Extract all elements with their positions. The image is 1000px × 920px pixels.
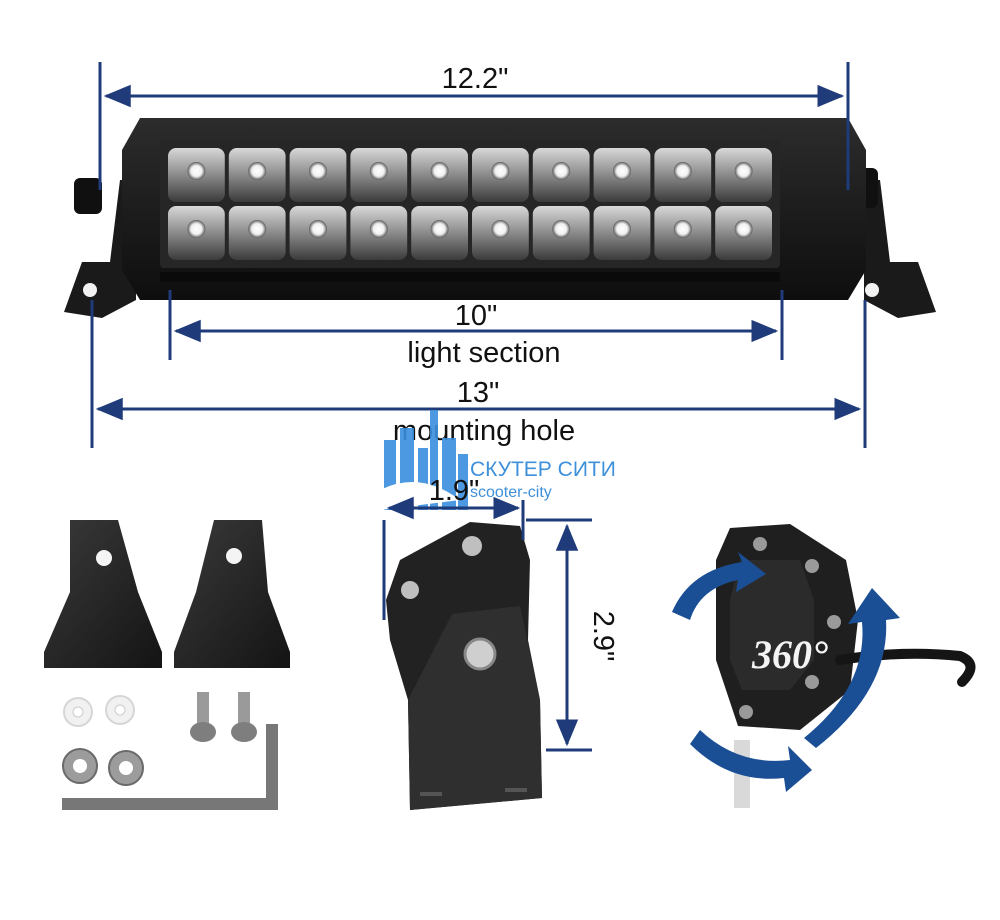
left-mounting-hole <box>83 283 97 297</box>
led-chip <box>673 162 692 180</box>
hex-key <box>62 724 278 810</box>
led-chip <box>187 162 206 180</box>
led-chip <box>187 220 206 238</box>
screw-2 <box>805 559 819 573</box>
right-mounting-bracket <box>864 180 936 318</box>
left-mounting-bracket <box>64 180 136 318</box>
bracket-right-hole <box>226 548 242 564</box>
screw-5 <box>739 705 753 719</box>
mounting-hole-width-label: 13" <box>457 377 500 409</box>
bracket-kit <box>44 520 290 810</box>
led-chip <box>248 162 267 180</box>
led-chip <box>369 162 388 180</box>
mounting-hole-caption: mounting hole <box>393 415 575 447</box>
light-section-width-label: 10" <box>455 300 498 332</box>
base-slot-left <box>420 792 442 796</box>
bracket-depth-label: 1.9" <box>429 475 480 507</box>
side-screw <box>401 581 419 599</box>
nylon-washers <box>63 695 135 727</box>
led-chip <box>430 220 449 238</box>
led-chip <box>613 220 631 238</box>
bolts <box>190 692 257 742</box>
led-chip <box>673 220 692 238</box>
light-section-caption: light section <box>407 337 560 369</box>
bar-bottom-rim <box>160 272 780 282</box>
bracket-right <box>174 520 290 668</box>
metal-washers <box>62 748 144 786</box>
led-chip <box>491 162 510 180</box>
led-chip <box>369 220 388 238</box>
pivot-bolt <box>463 637 497 671</box>
bracket-side-view <box>386 522 542 810</box>
led-chip <box>613 162 631 180</box>
led-chip <box>491 220 510 238</box>
watermark-site: scooter-city <box>470 484 552 501</box>
rotate-arrow-up-right <box>804 588 900 748</box>
rotation-label: 360° <box>751 632 828 677</box>
rotate-arrow-left <box>672 552 766 620</box>
screw-4 <box>805 675 819 689</box>
dimension-lines <box>90 62 867 448</box>
bracket-arm <box>408 606 542 810</box>
led-chip <box>552 162 571 180</box>
right-mounting-hole <box>865 283 879 297</box>
led-array <box>168 148 772 260</box>
base-slot-right <box>505 788 527 792</box>
overall-width-label: 12.2" <box>442 63 509 95</box>
led-chip <box>309 162 327 180</box>
led-chip <box>734 162 753 180</box>
watermark-name: СКУТЕР СИТИ <box>470 458 616 481</box>
bracket-left-hole <box>96 550 112 566</box>
led-chip <box>248 220 267 238</box>
bracket-height-label: 2.9" <box>587 611 619 662</box>
led-chip <box>430 162 449 180</box>
left-bolt <box>74 178 102 214</box>
screw-3 <box>827 615 841 629</box>
bracket-dimension-lines <box>382 496 592 752</box>
led-chip <box>309 220 327 238</box>
led-chip <box>734 220 753 238</box>
rotate-arrow-bottom <box>690 730 812 792</box>
light-bar <box>64 118 936 318</box>
end-cap-inner <box>730 560 814 690</box>
rotation-view: 360° <box>672 524 976 808</box>
screw-1 <box>753 537 767 551</box>
led-chip <box>552 220 571 238</box>
bracket-left <box>44 520 162 668</box>
top-screw <box>462 536 482 556</box>
